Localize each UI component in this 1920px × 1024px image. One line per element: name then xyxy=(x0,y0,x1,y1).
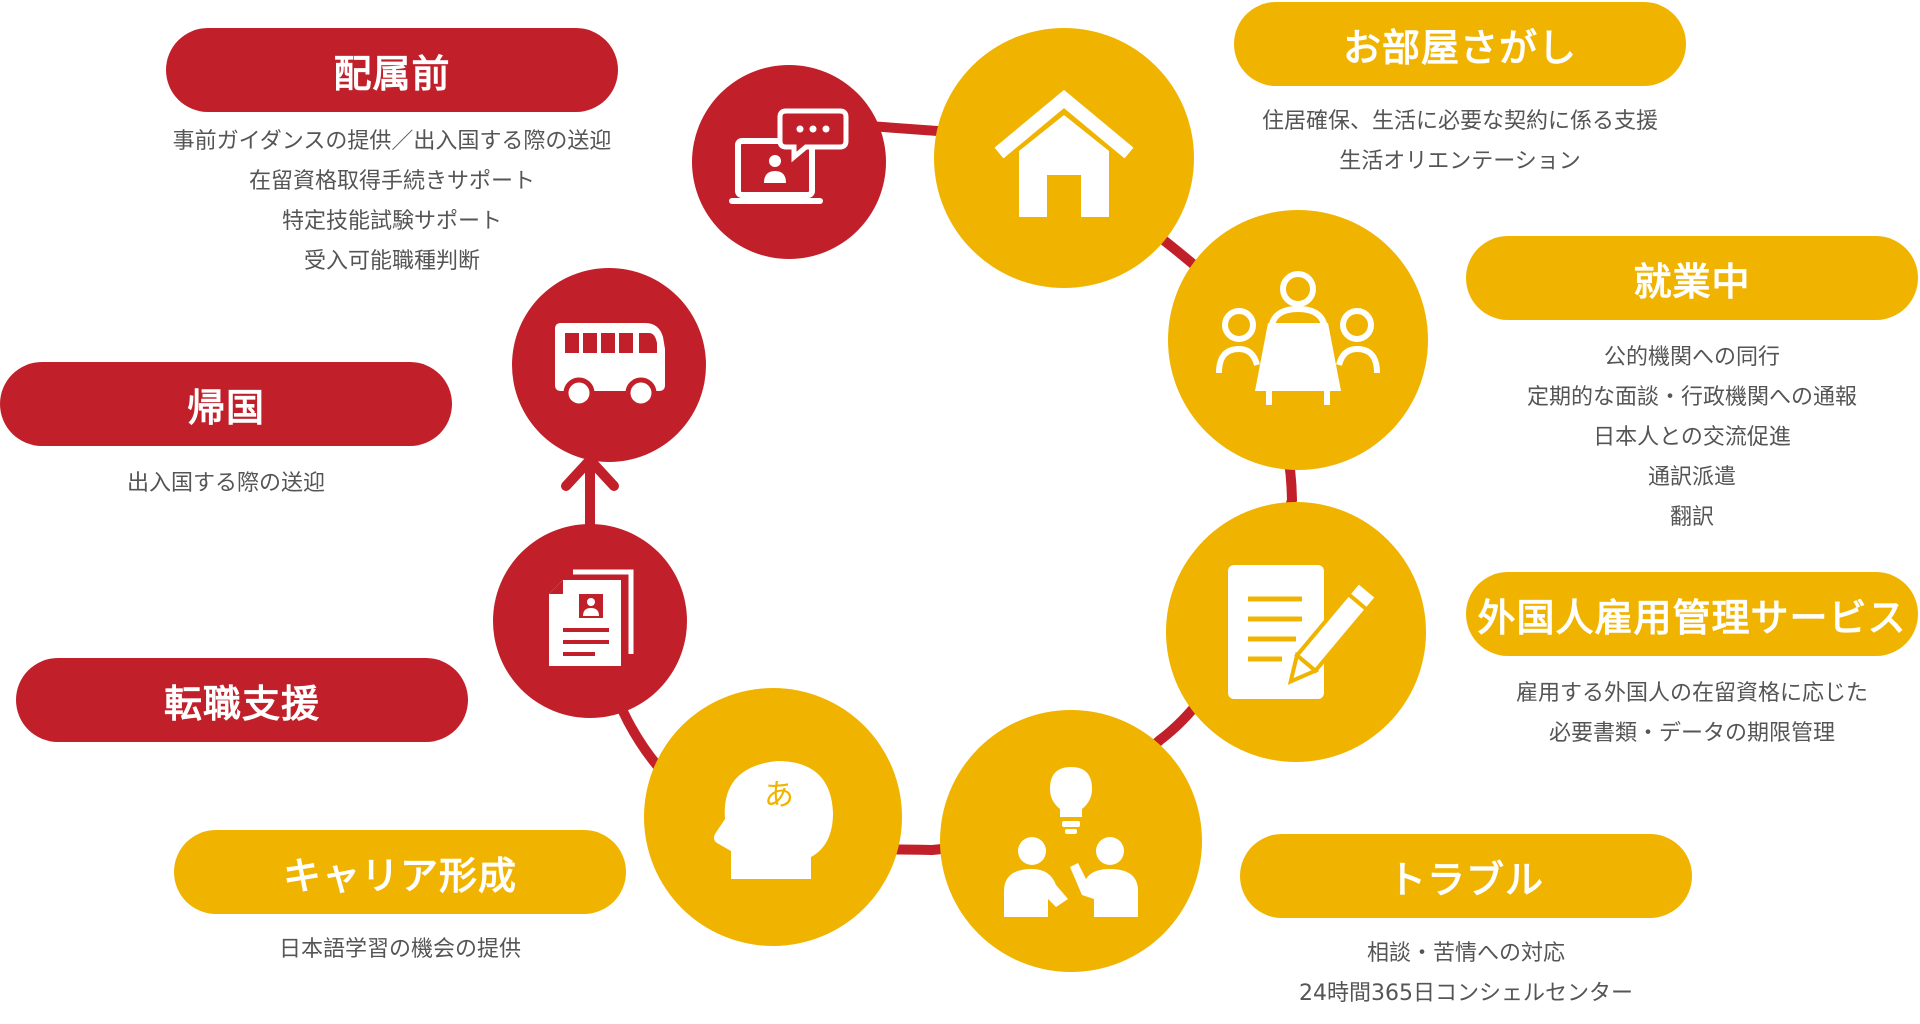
document-pen-icon xyxy=(1228,565,1376,699)
desc-working-line-2: 定期的な面談・行政機関への通報 xyxy=(1526,385,1857,410)
desc-trouble-line-2: 24時間365日コンシェルセンター xyxy=(1299,981,1633,1006)
desc-working-line-3: 日本人との交流促進 xyxy=(1593,425,1791,450)
bus-icon xyxy=(555,323,665,409)
return-arrow xyxy=(561,455,619,535)
pill-working: 就業中 xyxy=(1466,236,1918,320)
node-career: あ xyxy=(644,688,902,946)
pill-management: 外国人雇用管理サービス xyxy=(1466,572,1918,656)
resume-icon xyxy=(549,569,634,666)
node-management xyxy=(1166,502,1426,762)
node-before xyxy=(692,65,886,259)
node-trouble xyxy=(940,710,1202,972)
desc-housing: 住居確保、生活に必要な契約に係る支援 生活オリエンテーション xyxy=(1210,102,1710,182)
node-return xyxy=(512,268,706,462)
node-housing xyxy=(934,28,1194,288)
desc-return-line-1: 出入国する際の送迎 xyxy=(126,471,325,496)
desc-management: 雇用する外国人の在留資格に応じた 必要書類・データの期限管理 xyxy=(1442,674,1920,754)
pill-trouble: トラブル xyxy=(1240,834,1692,918)
desc-before: 事前ガイダンスの提供／出入国する際の送迎 在留資格取得手続きサポート 特定技能試… xyxy=(142,122,642,282)
desc-working-line-5: 翻訳 xyxy=(1669,505,1714,530)
consultation-icon xyxy=(1004,767,1138,917)
desc-career-line-1: 日本語学習の機会の提供 xyxy=(278,937,521,962)
desc-before-line-3: 特定技能試験サポート xyxy=(281,209,502,234)
pill-return: 帰国 xyxy=(0,362,452,446)
online-meeting-icon xyxy=(729,108,849,204)
pill-before: 配属前 xyxy=(166,28,618,112)
desc-working: 公的機関への同行 定期的な面談・行政機関への通報 日本人との交流促進 通訳派遣 … xyxy=(1442,338,1920,538)
pill-housing: お部屋さがし xyxy=(1234,2,1686,86)
desc-trouble-line-1: 相談・苦情への対応 xyxy=(1366,941,1565,966)
meeting-icon xyxy=(1216,271,1380,405)
desc-management-line-2: 必要書類・データの期限管理 xyxy=(1548,721,1835,746)
desc-career: 日本語学習の機会の提供 xyxy=(150,930,650,970)
head-language-icon: あ xyxy=(714,761,833,879)
pill-job-change: 転職支援 xyxy=(16,658,468,742)
desc-trouble: 相談・苦情への対応 24時間365日コンシェルセンター xyxy=(1216,934,1716,1014)
desc-return: 出入国する際の送迎 xyxy=(0,464,452,504)
desc-before-line-2: 在留資格取得手続きサポート xyxy=(248,169,535,194)
desc-working-line-4: 通訳派遣 xyxy=(1647,465,1736,490)
desc-housing-line-2: 生活オリエンテーション xyxy=(1339,149,1581,174)
head-language-char: あ xyxy=(764,778,794,813)
pill-career: キャリア形成 xyxy=(174,830,626,914)
node-job-change xyxy=(493,524,687,718)
desc-before-line-4: 受入可能職種判断 xyxy=(303,249,480,274)
node-working xyxy=(1168,210,1428,470)
desc-management-line-1: 雇用する外国人の在留資格に応じた xyxy=(1515,681,1868,706)
house-icon xyxy=(994,89,1134,217)
desc-working-line-1: 公的機関への同行 xyxy=(1603,345,1780,370)
desc-before-line-1: 事前ガイダンスの提供／出入国する際の送迎 xyxy=(172,129,612,154)
desc-housing-line-1: 住居確保、生活に必要な契約に係る支援 xyxy=(1261,109,1658,134)
